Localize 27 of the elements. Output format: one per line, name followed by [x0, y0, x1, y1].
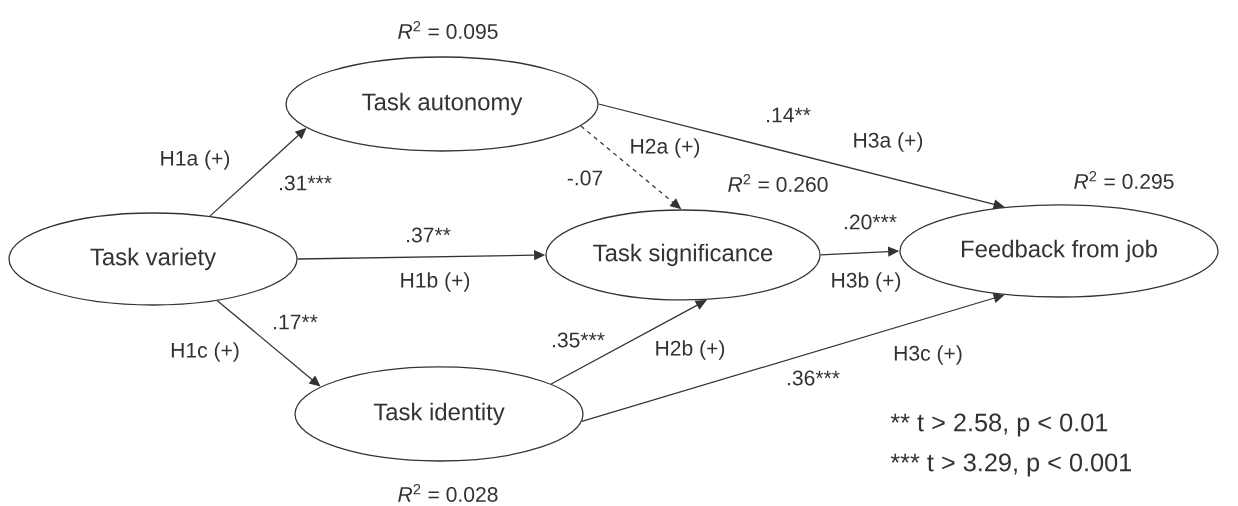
r-squared-label: R$^{2}$ = 0.295 — [1074, 171, 1174, 189]
significance-note: *** t > 3.29, p < 0.001 — [890, 453, 1131, 477]
edge-label: .14** — [767, 107, 811, 123]
hypothesis-label: H3c (+) — [894, 345, 962, 365]
ellipse-node: Task variety — [8, 212, 298, 306]
edge-label: -.07 — [567, 170, 603, 186]
ellipse-node: Task identity — [294, 366, 584, 462]
hypothesis-label: H3b (+) — [832, 272, 901, 292]
hypothesis-label: H2a (+) — [631, 138, 700, 158]
edge-label: .20*** — [844, 214, 897, 230]
edge-label: .36*** — [787, 370, 840, 386]
hypothesis-label: H2b (+) — [656, 340, 725, 360]
hypothesis-label: H3a (+) — [854, 132, 923, 152]
r-squared-label: R$^{2}$ = 0.095 — [398, 21, 498, 39]
edge-label: .31*** — [279, 175, 332, 191]
ellipse-node: Task autonomy — [285, 56, 599, 152]
significance-note: ** t > 2.58, p < 0.01 — [890, 413, 1108, 437]
edge-label: .37** — [407, 227, 451, 243]
r-squared-label: R$^{2}$ = 0.028 — [398, 484, 498, 502]
hypothesis-label: H1b (+) — [401, 272, 470, 292]
edge-label: .35*** — [552, 332, 605, 348]
ellipse-node: Task significance — [545, 209, 821, 301]
ellipse-node: Feedback from job — [899, 204, 1219, 298]
r-squared-label: R$^{2}$ = 0.260 — [728, 174, 828, 192]
hypothesis-label: H1a (+) — [161, 150, 230, 170]
hypothesis-label: H1c (+) — [171, 342, 239, 362]
edge-label: .17** — [274, 314, 318, 330]
